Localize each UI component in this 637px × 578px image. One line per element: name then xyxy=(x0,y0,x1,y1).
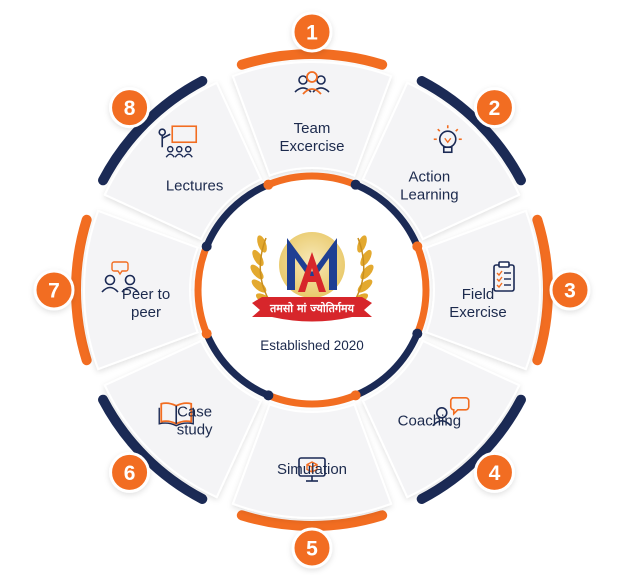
segment-accent-arc-2 xyxy=(416,76,526,186)
number-badge-text-5: 5 xyxy=(306,538,318,561)
inner-ring-dot-8 xyxy=(263,179,274,190)
segment-label-lectures: Lectures xyxy=(166,178,224,195)
logo-a-shape xyxy=(298,252,326,292)
inner-ring-arc-3 xyxy=(414,246,430,334)
inner-ring-arc-6 xyxy=(204,334,268,398)
segment-label-team-excercise: Team xyxy=(294,120,331,137)
inner-ring-arc-7 xyxy=(194,246,210,334)
segment-label-peer-to-peer: peer xyxy=(131,304,161,321)
segment-label-field-exercise: Field xyxy=(462,286,495,303)
segment-panel-lectures xyxy=(103,81,263,241)
segment-accent-arc-8 xyxy=(98,76,208,186)
presentation-board-icon xyxy=(158,125,198,158)
number-badge-text-7: 7 xyxy=(48,280,60,303)
segment-label-case-study: study xyxy=(177,421,213,438)
number-badge-7: 7 xyxy=(33,269,75,311)
segment-accent-arc-6 xyxy=(98,394,208,504)
inner-ring-arc-5 xyxy=(268,392,356,408)
segment-label-simulation: Simulation xyxy=(277,461,347,478)
number-badge-1: 1 xyxy=(291,11,333,53)
number-badge-6: 6 xyxy=(109,451,151,493)
number-badge-text-8: 8 xyxy=(124,97,136,120)
segment-label-peer-to-peer: Peer to xyxy=(122,286,170,303)
segment-accent-arc-4 xyxy=(416,394,526,504)
open-book-icon xyxy=(158,402,194,427)
logo: तमसो मां ज्योतिर्गमय Established 2020 xyxy=(220,198,404,382)
number-badge-text-6: 6 xyxy=(124,462,136,485)
logo-ribbon xyxy=(252,297,372,322)
segment-label-case-study: Case xyxy=(177,403,212,420)
segment-label-team-excercise: Excercise xyxy=(279,138,344,155)
lightbulb-icon xyxy=(433,125,462,154)
segment-label-field-exercise: Exercise xyxy=(449,304,507,321)
segment-label-action-learning: Action xyxy=(409,169,451,186)
number-badge-3: 3 xyxy=(549,269,591,311)
segment-panel-case-study xyxy=(103,339,263,499)
coaching-icon xyxy=(432,396,470,427)
number-badge-text-3: 3 xyxy=(564,280,576,303)
number-badge-text-1: 1 xyxy=(306,22,318,45)
segment-accent-arc-7 xyxy=(71,214,92,366)
segment-panel-field-exercise xyxy=(425,209,541,371)
inner-ring-arc-8 xyxy=(204,182,268,246)
segment-label-coaching: Coaching xyxy=(398,412,461,429)
number-badge-2: 2 xyxy=(473,87,515,129)
logo-motto: तमसो मां ज्योतिर्गमय xyxy=(269,301,355,315)
established-label: Established 2020 xyxy=(260,338,364,353)
inner-ring-arc-4 xyxy=(356,334,420,398)
segment-panel-coaching xyxy=(361,339,521,499)
segment-accent-arc-1 xyxy=(236,49,388,70)
monitor-cube-icon xyxy=(298,457,326,482)
segment-panel-action-learning xyxy=(361,81,521,241)
number-badge-4: 4 xyxy=(473,451,515,493)
segment-accent-arc-3 xyxy=(532,214,553,366)
segment-accent-arc-5 xyxy=(236,510,388,531)
segment-panel-simulation xyxy=(231,403,393,519)
segment-label-action-learning: Learning xyxy=(400,187,458,204)
number-badge-text-2: 2 xyxy=(489,97,501,120)
number-badge-5: 5 xyxy=(291,527,333,569)
team-icon xyxy=(294,71,330,95)
inner-ring-arc-2 xyxy=(356,182,420,246)
segment-panel-team-excercise xyxy=(231,61,393,177)
segment-panel-peer-to-peer xyxy=(83,209,199,371)
peer-chat-icon xyxy=(101,261,139,293)
number-badge-text-4: 4 xyxy=(489,462,501,485)
inner-ring-arc-1 xyxy=(268,172,356,188)
number-badge-8: 8 xyxy=(109,87,151,129)
clipboard-icon xyxy=(493,261,515,292)
